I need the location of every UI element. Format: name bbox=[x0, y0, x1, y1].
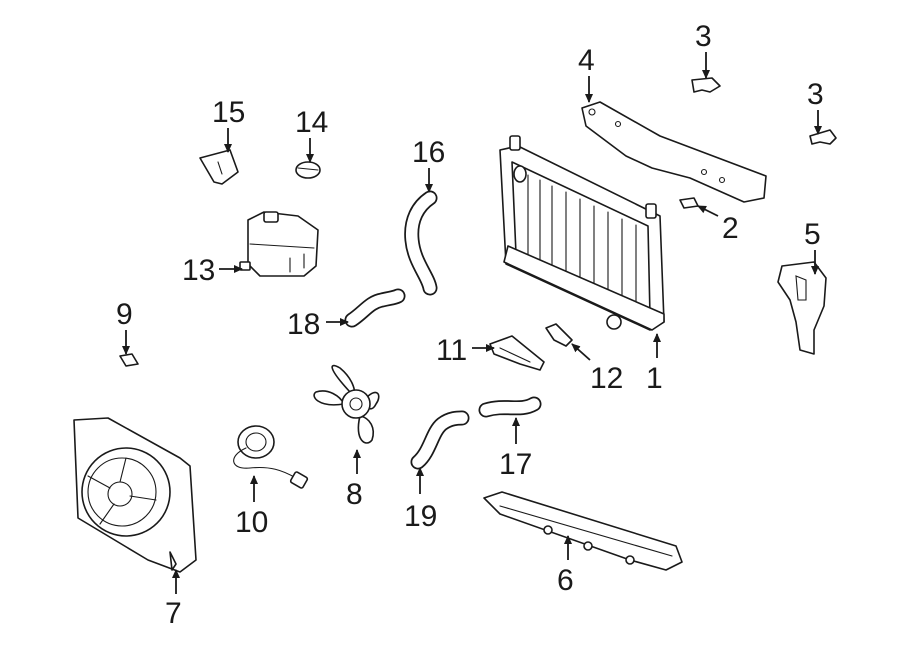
reservoir-part-13 bbox=[239, 211, 319, 277]
callout-18: 18 bbox=[287, 308, 320, 341]
callout-16: 16 bbox=[412, 136, 445, 169]
callout-15: 15 bbox=[212, 96, 245, 129]
hose-part-17 bbox=[478, 396, 542, 418]
callout-2: 2 bbox=[722, 212, 739, 245]
callout-14: 14 bbox=[295, 106, 328, 139]
callout-3-b: 3 bbox=[807, 78, 824, 111]
upper-hose-part-16 bbox=[404, 190, 438, 296]
callout-13: 13 bbox=[182, 254, 215, 287]
callout-8: 8 bbox=[346, 478, 363, 511]
leader-12 bbox=[571, 343, 591, 361]
bracket-part-12 bbox=[545, 323, 573, 347]
lower-shroud-part-6 bbox=[483, 491, 683, 571]
hose-part-19 bbox=[410, 410, 470, 470]
callout-5: 5 bbox=[804, 218, 821, 251]
bracket-part-3-a bbox=[691, 77, 721, 93]
clip-part-2 bbox=[679, 197, 699, 209]
callout-6: 6 bbox=[557, 564, 574, 597]
callout-1: 1 bbox=[646, 362, 663, 395]
callout-3-a: 3 bbox=[695, 20, 712, 53]
callout-11: 11 bbox=[436, 334, 467, 367]
fan-motor-part-10 bbox=[233, 425, 309, 489]
leader-2 bbox=[697, 205, 719, 217]
radiator-part-1 bbox=[499, 135, 665, 331]
fan-shroud-part-7 bbox=[73, 417, 197, 573]
callout-7: 7 bbox=[165, 597, 182, 630]
upper-support-part-4 bbox=[581, 101, 767, 203]
hose-part-18 bbox=[344, 288, 406, 328]
bracket-part-11 bbox=[489, 335, 545, 371]
callout-10: 10 bbox=[235, 506, 268, 539]
bracket-part-3-b bbox=[809, 129, 837, 145]
callout-9: 9 bbox=[116, 298, 133, 331]
callout-17: 17 bbox=[499, 448, 532, 481]
leader-arrows bbox=[122, 52, 822, 594]
callout-4: 4 bbox=[578, 44, 595, 77]
bracket-part-15 bbox=[199, 149, 239, 185]
callout-numbers: 1 2 3 3 4 5 6 7 8 9 10 11 12 13 14 15 16… bbox=[116, 20, 824, 630]
fan-part-8 bbox=[313, 364, 380, 444]
callout-12: 12 bbox=[590, 362, 623, 395]
side-bracket-part-5 bbox=[777, 261, 827, 355]
clip-part-9 bbox=[119, 353, 139, 367]
callout-19: 19 bbox=[404, 500, 437, 533]
cap-part-14 bbox=[295, 161, 321, 179]
